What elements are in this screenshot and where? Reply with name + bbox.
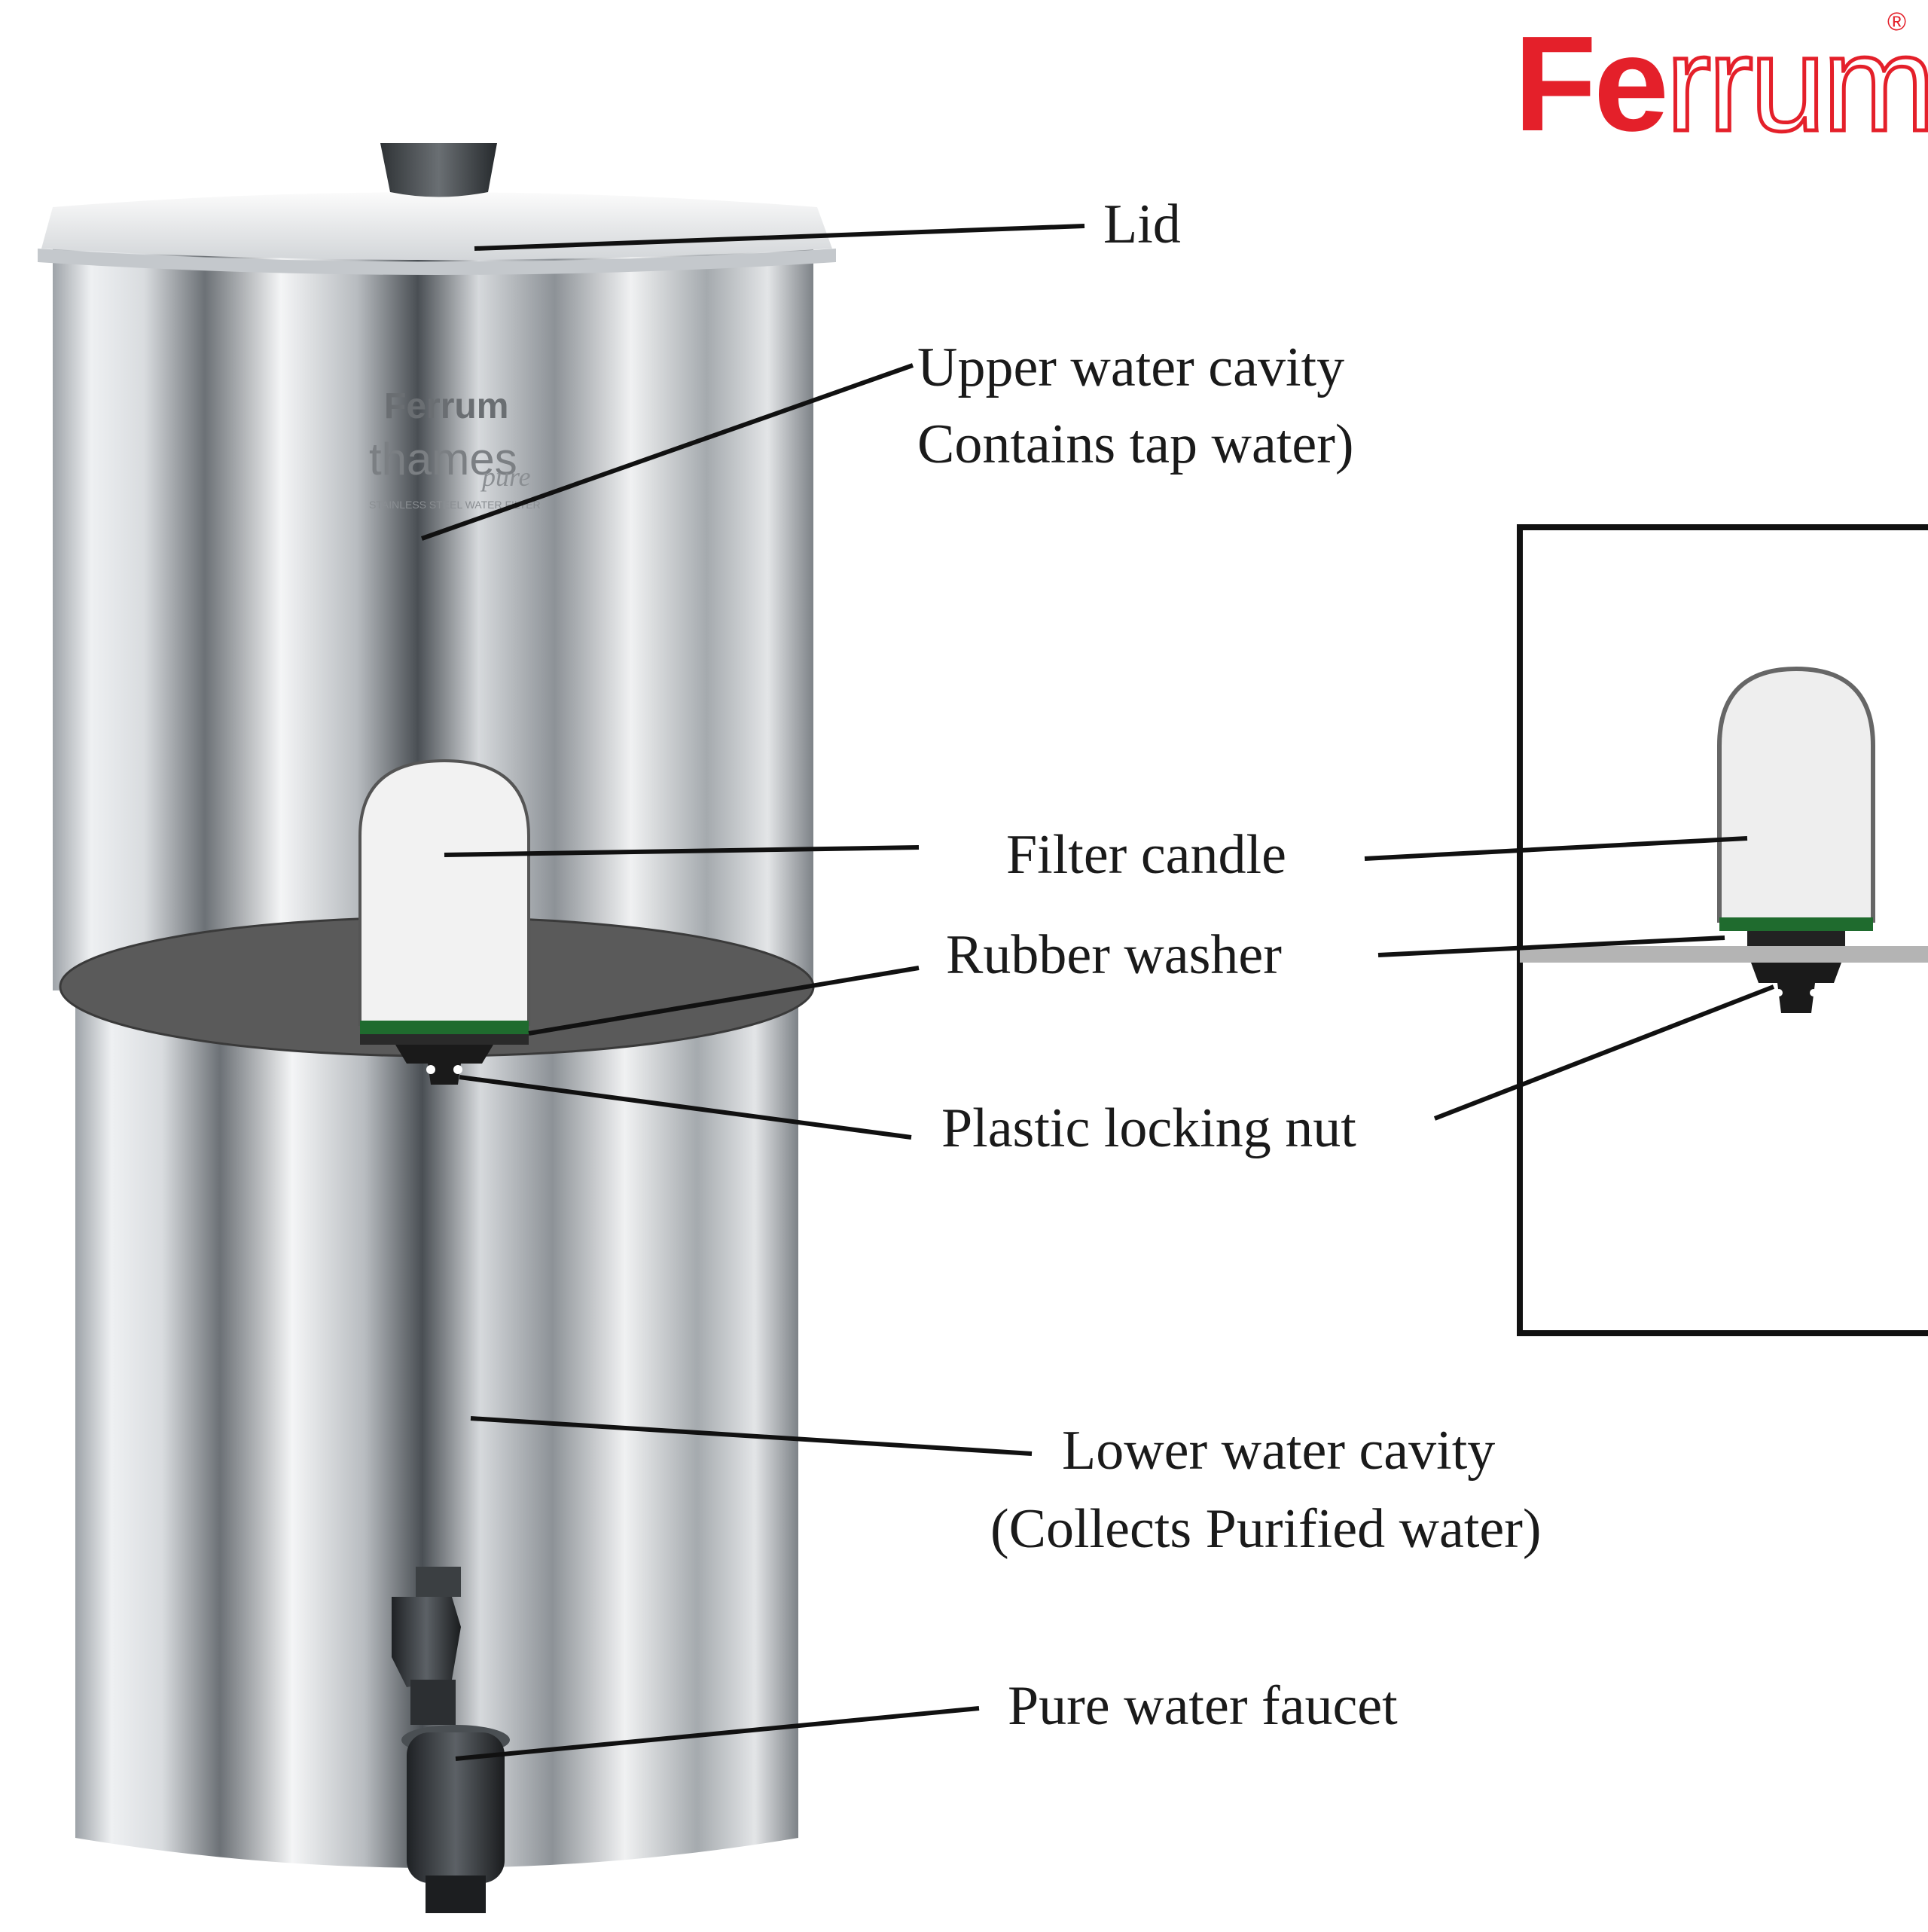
inset-candle (1717, 666, 1875, 923)
leader-rubber-washer (528, 966, 920, 1036)
label-lower-cavity-1: Lower water cavity (1062, 1420, 1496, 1482)
product-marking: Ferrum thames pure STAINLESS STEEL WATER… (369, 386, 541, 511)
registered-mark: ® (1887, 8, 1907, 36)
logo-fe: Fe (1514, 8, 1669, 160)
inset-detail (1517, 524, 1928, 1336)
lid-knob (380, 143, 497, 197)
leader-lower-cavity (470, 1416, 1033, 1456)
label-rubber-washer: Rubber washer (946, 924, 1282, 986)
lower-body (75, 990, 798, 1868)
label-faucet: Pure water faucet (1008, 1675, 1398, 1737)
canister (53, 249, 813, 1868)
rubber-washer (360, 1021, 529, 1034)
marking-model: thames (369, 434, 517, 484)
leader-nut (459, 1075, 912, 1140)
leader-upper-cavity (421, 363, 914, 541)
marking-brand: Ferrum (384, 386, 508, 426)
marking-sub: pure (480, 462, 531, 492)
logo-rrum: rrum (1664, 7, 1928, 162)
inset-nut (1751, 963, 1841, 1013)
marking-small: STAINLESS STEEL WATER FILTER (369, 499, 541, 511)
label-lid: Lid (1103, 194, 1181, 255)
leader-lid (474, 224, 1085, 251)
leader-inset-candle (1364, 836, 1748, 861)
faucet (392, 1567, 510, 1913)
ferrum-logo: Ferrum (1514, 6, 1928, 162)
label-upper-cavity-1: Upper water cavity (917, 337, 1345, 398)
leader-lines (421, 224, 1775, 1761)
inset-plate (1520, 946, 1928, 963)
locking-nut (395, 1045, 493, 1085)
inset-washer (1719, 917, 1873, 931)
inset-frame (1517, 524, 1928, 1336)
label-upper-cavity-2: Contains tap water) (917, 414, 1354, 475)
label-lower-cavity-2: (Collects Purified water) (990, 1498, 1542, 1560)
leader-inset-washer (1377, 935, 1725, 957)
leader-faucet (455, 1706, 980, 1761)
candle-base (360, 1034, 529, 1045)
filter-candle (358, 758, 530, 1085)
leader-filter-candle (444, 845, 920, 857)
leader-inset-nut (1433, 984, 1775, 1121)
label-plastic-nut: Plastic locking nut (941, 1097, 1356, 1159)
label-filter-candle: Filter candle (1006, 824, 1286, 886)
